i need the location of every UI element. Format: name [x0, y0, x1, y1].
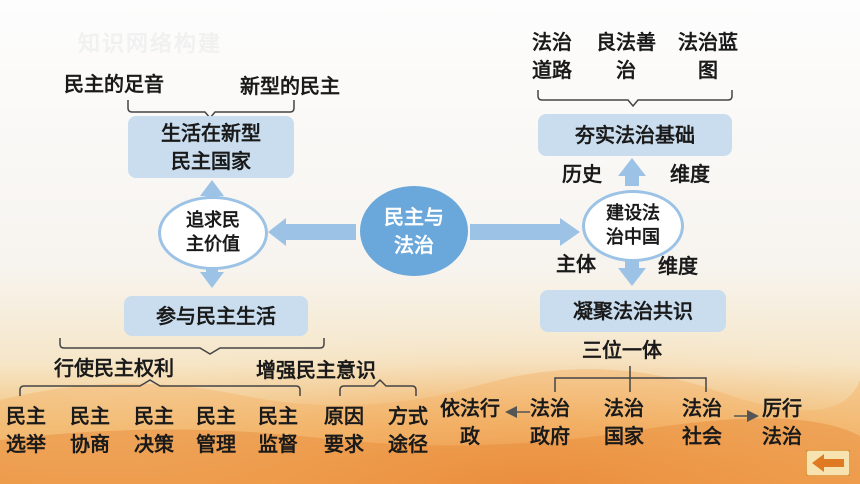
dimension-subject-label: 主体: [556, 252, 596, 276]
leaf-item: 依法行 政: [440, 396, 500, 448]
right-top-item-2: 良法善 治: [596, 30, 656, 82]
leaf-item: 法治 政府: [530, 396, 570, 448]
arrow-up-right: [618, 158, 646, 186]
center-topic-circle[interactable]: 民主与 法治: [360, 186, 468, 276]
leaf-item: 法治 国家: [604, 396, 644, 448]
dimension-label-bottom: 维度: [658, 254, 698, 278]
back-arrow-icon: [806, 450, 850, 476]
right-bottom-box[interactable]: 凝聚法治共识: [540, 290, 726, 332]
arrow-right-big: [470, 218, 580, 246]
left-top-item-2: 新型的民主: [240, 74, 340, 98]
sub-label-rights: 行使民主权利: [54, 356, 174, 380]
leaf-item: 民主 管理: [196, 404, 236, 456]
left-top-item-1: 民主的足音: [64, 72, 164, 96]
right-top-item-3: 法治蓝 图: [678, 30, 738, 82]
left-middle-ellipse[interactable]: 追求民 主价值: [158, 196, 268, 270]
dimension-history-label: 历史: [562, 162, 602, 186]
leaf-item: 民主 决策: [134, 404, 174, 456]
leaf-item: 民主 协商: [70, 404, 110, 456]
sub-label-brace: [59, 338, 325, 355]
unity-label: 三位一体: [582, 338, 662, 362]
sub-label-awareness: 增强民主意识: [256, 358, 376, 382]
leaf-item: 方式 途径: [388, 404, 428, 456]
dimension-label-top: 维度: [670, 162, 710, 186]
arrow-down-right: [618, 258, 646, 286]
rights-brace: [19, 379, 301, 396]
leaf-item: 厉行 法治: [762, 396, 802, 448]
right-top-item-1: 法治 道路: [532, 30, 572, 82]
leaf-item: 民主 监督: [258, 404, 298, 456]
arrow-left-big: [268, 218, 356, 246]
leaf-item: 原因 要求: [324, 404, 364, 456]
right-top-box[interactable]: 夯实法治基础: [538, 114, 732, 156]
leaf-item: 民主 选举: [6, 404, 46, 456]
leaf-item: 法治 社会: [682, 396, 722, 448]
left-bottom-box[interactable]: 参与民主生活: [124, 296, 308, 336]
left-top-box[interactable]: 生活在新型 民主国家: [128, 116, 294, 178]
awareness-brace: [339, 378, 417, 396]
back-button[interactable]: [806, 450, 850, 476]
right-top-brace: [537, 90, 733, 108]
faint-section-title: 知识网络构建: [78, 32, 223, 57]
right-middle-ellipse[interactable]: 建设法 治中国: [582, 190, 684, 262]
unity-tree: [554, 366, 707, 392]
